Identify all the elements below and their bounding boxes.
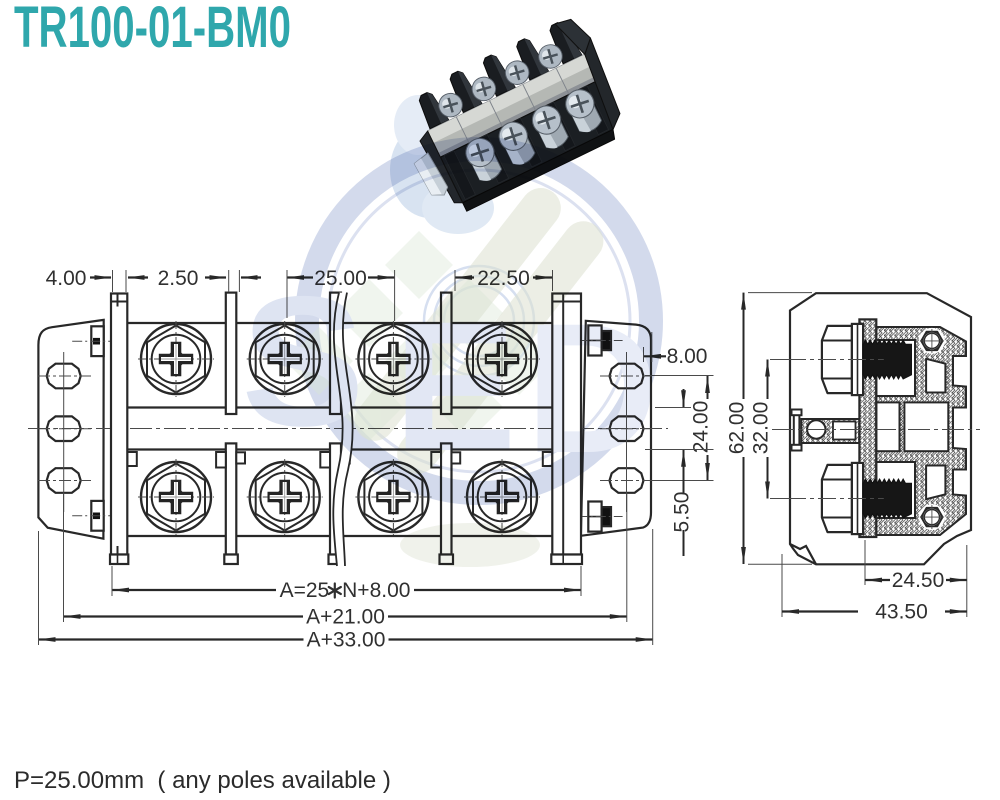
svg-text:P=25.00mm ( any poles availab: P=25.00mm ( any poles available ) bbox=[14, 767, 391, 794]
svg-text:A=25: A=25 bbox=[280, 579, 330, 602]
svg-text:24.00: 24.00 bbox=[690, 401, 713, 454]
svg-text:A+33.00: A+33.00 bbox=[307, 629, 386, 652]
svg-text:D: D bbox=[525, 286, 659, 492]
svg-text:25.00: 25.00 bbox=[314, 267, 367, 290]
svg-text:2.50: 2.50 bbox=[158, 267, 199, 290]
svg-text:N+8.00: N+8.00 bbox=[342, 579, 410, 602]
svg-text:8.00: 8.00 bbox=[667, 345, 708, 368]
svg-text:S: S bbox=[241, 259, 364, 465]
svg-text:62.00: 62.00 bbox=[726, 402, 749, 455]
svg-text:4.00: 4.00 bbox=[46, 267, 87, 290]
svg-text:A+21.00: A+21.00 bbox=[306, 606, 385, 629]
svg-text:TR100-01-BM0: TR100-01-BM0 bbox=[14, 0, 291, 60]
svg-text:24.50: 24.50 bbox=[892, 569, 945, 592]
svg-text:E: E bbox=[393, 284, 516, 490]
svg-text:32.00: 32.00 bbox=[750, 402, 773, 455]
svg-text:43.50: 43.50 bbox=[875, 601, 928, 624]
svg-text:5.50: 5.50 bbox=[671, 492, 694, 533]
